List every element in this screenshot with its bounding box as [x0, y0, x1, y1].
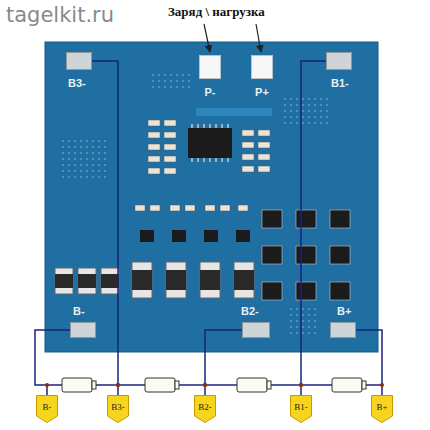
tag-label: B2-: [194, 402, 216, 412]
wire-tag: B1-: [290, 395, 312, 423]
callout-label: Заряд \ нагрузка: [168, 4, 265, 20]
mosfets: [262, 210, 350, 300]
via-grid: [280, 95, 330, 125]
wire-tag: B3-: [107, 395, 129, 423]
via-grid: [290, 305, 320, 335]
trace: [196, 108, 272, 116]
pad-label: B1-: [331, 77, 349, 89]
pad-label: P-: [205, 86, 216, 98]
solder-pad: P-: [199, 55, 221, 79]
solder-pad: B1-: [326, 52, 352, 70]
watermark: tagelkit.ru: [6, 3, 114, 27]
wire: [356, 330, 382, 395]
tag-label: B3-: [107, 402, 129, 412]
junction-dot: [45, 383, 49, 387]
wire-tag: B+: [371, 395, 393, 423]
solder-pad: B2-: [242, 322, 270, 338]
sot-transistors: [140, 230, 250, 242]
wire: [92, 61, 118, 395]
current-resistors: [55, 268, 119, 294]
via-grid: [150, 70, 190, 92]
junction-dot: [116, 383, 120, 387]
via-grid: [60, 140, 110, 180]
pad-label: B-: [73, 305, 85, 317]
wire-tag: B2-: [194, 395, 216, 423]
leader-arrow: [204, 24, 210, 52]
junction-dot: [203, 383, 207, 387]
wire: [301, 61, 326, 395]
pcb-board: [45, 42, 378, 352]
tag-label: B1-: [290, 402, 312, 412]
shunt-resistors: [132, 262, 254, 298]
pad-label: P+: [255, 86, 269, 98]
pad-label: B+: [337, 305, 351, 317]
controller-chip: [188, 124, 232, 162]
pad-label: B3-: [68, 77, 86, 89]
leader-arrow: [256, 24, 261, 52]
wire-tag: B-: [36, 395, 58, 423]
smd-resistors: [135, 120, 270, 211]
solder-pad: B3-: [66, 52, 92, 70]
solder-pad: B-: [70, 322, 96, 338]
junction-dot: [299, 383, 303, 387]
battery-string: [47, 378, 382, 392]
solder-pad: B+: [330, 322, 356, 338]
tag-label: B+: [371, 402, 393, 412]
junction-dot: [380, 383, 384, 387]
wire: [205, 330, 242, 395]
pad-label: B2-: [241, 305, 259, 317]
tag-label: B-: [36, 402, 58, 412]
solder-pad: P+: [251, 55, 273, 79]
wire: [35, 330, 70, 395]
